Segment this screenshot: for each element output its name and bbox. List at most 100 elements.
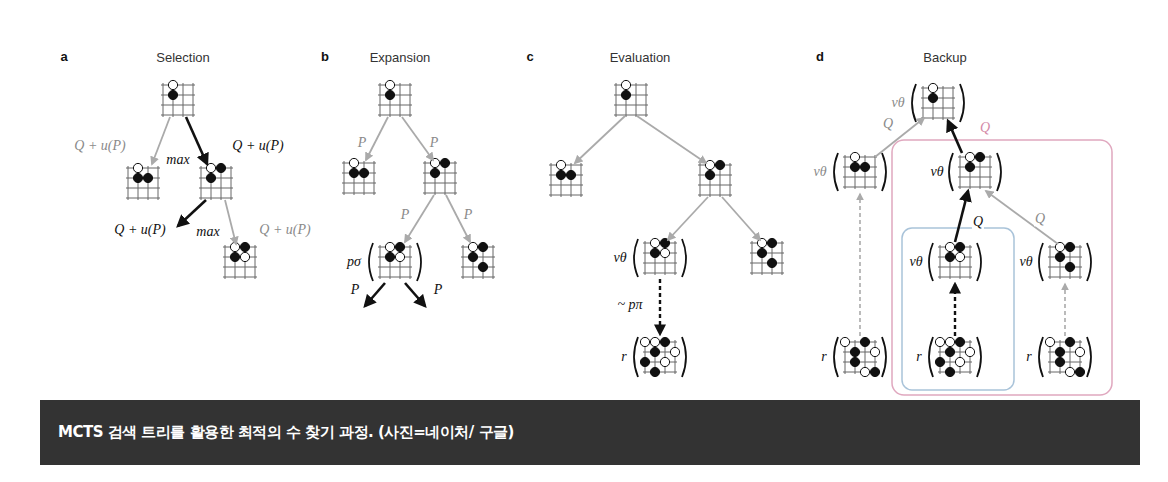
black-stone: [860, 162, 869, 171]
board-line: [782, 241, 783, 275]
board-line: [163, 83, 164, 117]
white-stone: [385, 242, 394, 251]
math-label: r: [915, 349, 922, 364]
board-line: [643, 273, 677, 274]
board-line: [410, 83, 411, 117]
parenthesis: [417, 243, 421, 281]
go-board: [640, 337, 679, 376]
parenthesis: [949, 153, 953, 191]
black-stone: [660, 337, 669, 346]
go-board: [126, 163, 160, 200]
board-line: [1048, 277, 1082, 278]
go-board: [935, 337, 974, 376]
board-line: [581, 163, 582, 197]
go-board: [199, 163, 233, 200]
board-line: [643, 263, 677, 264]
board-line: [463, 245, 464, 279]
board-line: [843, 187, 877, 188]
black-stone: [143, 173, 152, 182]
board-line: [938, 267, 972, 268]
go-board: [1045, 337, 1084, 376]
black-stone: [430, 168, 439, 177]
board-line: [199, 198, 233, 199]
board-line: [410, 245, 411, 279]
black-stone: [1075, 367, 1084, 376]
board-line: [549, 185, 583, 186]
board-line: [380, 83, 381, 117]
board-line: [183, 83, 184, 117]
black-stone: [945, 347, 954, 356]
tree-arrow: [1064, 284, 1066, 336]
parenthesis: [882, 337, 886, 377]
board-line: [921, 108, 955, 109]
board-line: [1050, 245, 1051, 279]
board-line: [645, 241, 646, 275]
white-stone: [556, 160, 565, 169]
board-line: [549, 195, 583, 196]
white-stone: [660, 248, 669, 257]
tree-arrow: [575, 116, 625, 163]
math-label: Q: [1034, 211, 1046, 226]
parenthesis: [929, 337, 933, 377]
white-stone: [850, 152, 859, 161]
board-line: [698, 185, 732, 186]
tree-arrow: [225, 200, 236, 244]
black-stone: [965, 162, 974, 171]
parenthesis: [977, 243, 981, 281]
tree-arrow: [859, 194, 861, 336]
white-stone: [965, 347, 974, 356]
tree-arrow: [955, 191, 968, 242]
board-line: [223, 267, 257, 268]
tree-arrow: [637, 116, 706, 163]
black-stone: [1055, 347, 1064, 356]
black-stone: [133, 173, 142, 182]
go-board: [843, 152, 877, 189]
black-stone: [385, 90, 394, 99]
board-line: [958, 187, 992, 188]
board-line: [700, 163, 701, 197]
black-stone: [975, 152, 984, 161]
board-line: [845, 155, 846, 189]
board-line: [158, 166, 159, 200]
black-stone: [440, 158, 449, 167]
black-stone: [715, 160, 724, 169]
math-label: max: [165, 152, 190, 167]
black-stone: [1065, 262, 1074, 271]
tree-arrow: [365, 283, 385, 306]
white-stone: [395, 252, 404, 261]
tree-arrow: [178, 200, 206, 226]
board-line: [1080, 245, 1081, 279]
go-board: [1048, 242, 1082, 279]
board-line: [675, 241, 676, 275]
math-label: Q: [972, 214, 984, 229]
math-label: vθ: [812, 164, 827, 179]
math-label: Q + u(P): [73, 138, 126, 153]
math-label: pσ: [346, 254, 362, 269]
board-line: [193, 83, 194, 117]
math-label: ~ pπ: [616, 297, 643, 312]
tree-arrow: [366, 117, 388, 160]
white-stone: [621, 80, 630, 89]
parenthesis: [1087, 337, 1091, 377]
white-stone: [935, 337, 944, 346]
math-label: Q + u(P): [113, 222, 166, 237]
white-stone: [1075, 347, 1084, 356]
parenthesis: [882, 153, 886, 191]
board-line: [614, 105, 648, 106]
board-line: [344, 161, 345, 195]
parenthesis: [1087, 243, 1091, 281]
board-line: [940, 245, 941, 279]
board-line: [698, 195, 732, 196]
board-line: [970, 245, 971, 279]
black-stone: [650, 248, 659, 257]
white-stone: [928, 83, 937, 92]
board-line: [614, 115, 648, 116]
math-label: r: [620, 349, 627, 364]
parenthesis: [1039, 243, 1043, 281]
black-stone: [945, 252, 954, 261]
board-line: [843, 177, 877, 178]
black-stone: [621, 90, 630, 99]
black-stone: [850, 162, 859, 171]
board-line: [938, 277, 972, 278]
